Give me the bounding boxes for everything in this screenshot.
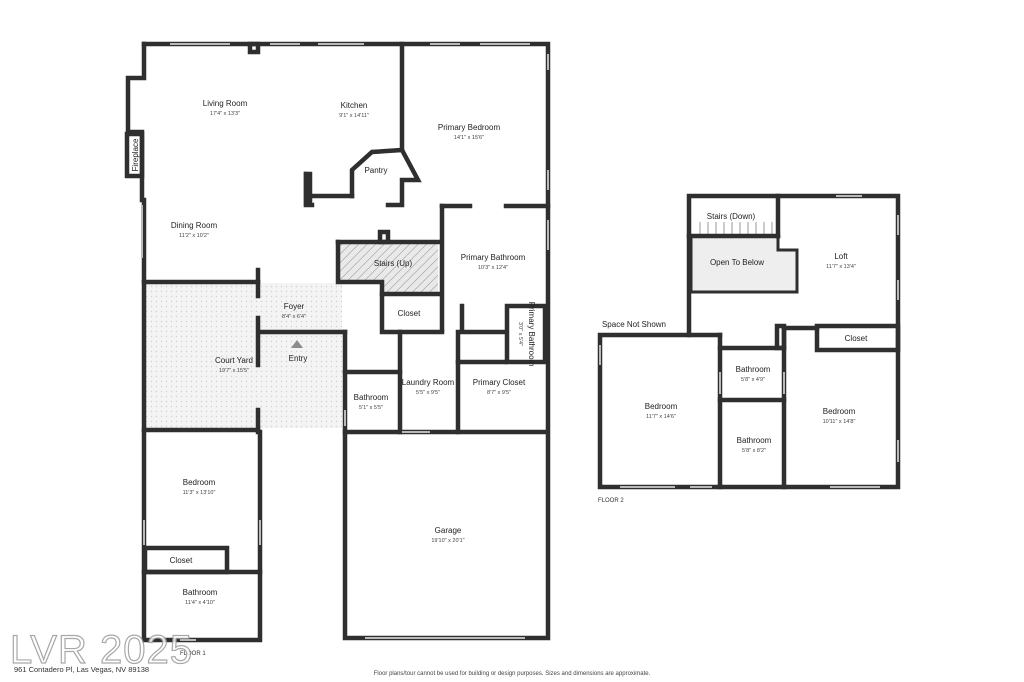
room-dimensions: 5'8" x 8'2" <box>742 448 766 454</box>
room-name: Closet <box>845 334 868 343</box>
room-dimensions: 10'11" x 14'8" <box>823 419 856 425</box>
room-dimensions: 8'7" x 9'5" <box>487 390 511 396</box>
room-name: Closet <box>170 556 193 565</box>
room-name: Primary Bedroom <box>438 123 501 132</box>
stairs-up-area <box>338 242 438 294</box>
room-name: Living Room <box>203 99 248 108</box>
windows <box>599 195 899 488</box>
wall <box>377 229 391 245</box>
room-name: Primary Bathroom <box>461 253 526 262</box>
room-dimensions: 3'0" x 5'4" <box>517 322 523 346</box>
room-name: Stairs (Up) <box>374 259 413 268</box>
room-dimensions: 9'1" x 14'11" <box>339 113 369 119</box>
room-dimensions: 11'2" x 10'2" <box>179 233 209 239</box>
room-dimensions: 19'7" x 15'5" <box>219 368 249 374</box>
room-dimensions: 5'5" x 9'5" <box>416 390 440 396</box>
wall <box>247 41 261 55</box>
room-name: Bedroom <box>823 407 856 416</box>
floor-1-plan: Living Room 17'4" x 13'3" Kitchen 9'1" x… <box>124 41 551 657</box>
room-dimensions: 11'7" x 13'4" <box>826 264 856 270</box>
room-dimensions: 19'10" x 20'1" <box>431 538 464 544</box>
wall <box>303 171 313 207</box>
room-dimensions: 14'1" x 15'6" <box>454 135 484 141</box>
room-name: Primary Closet <box>473 378 526 387</box>
room-name: Foyer <box>284 302 305 311</box>
fireplace-box <box>124 131 145 179</box>
room-name: Closet <box>398 309 421 318</box>
floor-2-plan: Stairs (Down) Loft 11'7" x 13'4" Open To… <box>597 193 901 504</box>
room-name: Bedroom <box>645 402 678 411</box>
room-name: Bathroom <box>736 365 771 374</box>
wall <box>774 323 787 351</box>
address-text: 961 Contadero Pl, Las Vegas, NV 89138 <box>14 665 150 674</box>
entry-arrow-icon <box>291 340 303 348</box>
stairs-down-lines <box>699 222 773 236</box>
room-dimensions: 11'7" x 14'6" <box>646 414 676 420</box>
disclaimer-text: Floor plans/tour cannot be used for buil… <box>374 671 651 677</box>
room-name: Kitchen <box>341 101 368 110</box>
closet-wall <box>814 323 901 353</box>
room-name: Court Yard <box>215 356 253 365</box>
room-name: Space Not Shown <box>602 320 666 329</box>
watermark-logo: LVR 2025 <box>9 627 193 672</box>
room-dimensions: 11'4" x 4'10" <box>185 600 215 606</box>
room-name: Primary Bathroom <box>527 302 536 367</box>
room-name: Stairs (Down) <box>707 212 756 221</box>
pantry-wall <box>349 147 422 208</box>
room-name: Dining Room <box>171 221 218 230</box>
room-name: Loft <box>834 252 848 261</box>
room-name: Laundry Room <box>402 378 455 387</box>
room-name: Bedroom <box>183 478 216 487</box>
room-dimensions: 5'8" x 4'9" <box>741 377 765 383</box>
room-name: Open To Below <box>710 258 764 267</box>
floor-label: FLOOR 1 <box>180 651 206 657</box>
floor-label: FLOOR 2 <box>598 498 624 504</box>
room-name: Fireplace <box>131 138 140 171</box>
room-dimensions: 10'3" x 12'4" <box>478 265 508 271</box>
windows <box>141 43 549 641</box>
room-dimensions: 11'3" x 13'10" <box>183 490 216 496</box>
wall <box>335 239 441 297</box>
room-name: Bathroom <box>354 393 389 402</box>
room-dimensions: 17'4" x 13'3" <box>210 111 240 117</box>
room-name: Pantry <box>364 166 387 175</box>
room-name: Bathroom <box>183 588 218 597</box>
primary-bathroom-small-wall <box>504 303 548 365</box>
court-yard-area <box>145 283 342 428</box>
room-name: Entry <box>289 354 308 363</box>
room-dimensions: 5'1" x 5'5" <box>359 405 383 411</box>
room-name: Garage <box>435 526 462 535</box>
room-dimensions: 8'4" x 6'4" <box>282 314 306 320</box>
wall <box>459 303 508 335</box>
room-name: Bathroom <box>737 436 772 445</box>
closet-wall <box>379 291 445 335</box>
